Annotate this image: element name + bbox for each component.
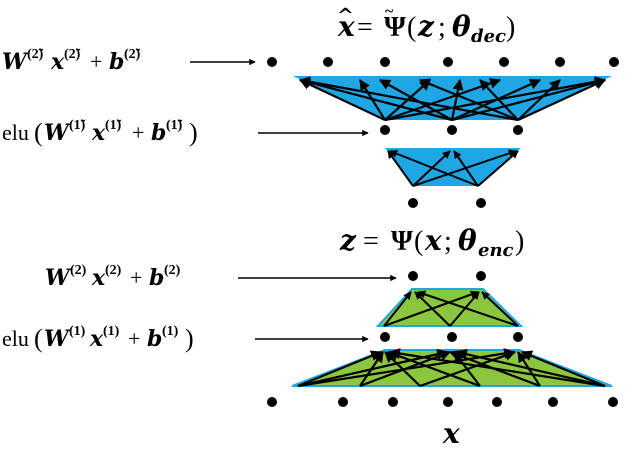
svg-text:x: x — [337, 10, 355, 43]
decoder-outer-connections — [293, 76, 612, 122]
svg-text:(1): (1) — [69, 324, 86, 339]
svg-text:W: W — [45, 265, 72, 291]
svg-text:+: + — [90, 49, 102, 74]
svg-text:θ: θ — [458, 224, 477, 257]
svg-text:(: ( — [407, 12, 416, 43]
svg-text:;: ; — [444, 226, 452, 257]
svg-text:=: = — [357, 12, 373, 43]
node — [267, 397, 277, 407]
svg-text:(2): (2) — [70, 263, 87, 278]
svg-text:b: b — [149, 265, 164, 291]
svg-text:enc: enc — [478, 240, 514, 261]
latent-decoder-input — [408, 198, 486, 208]
node — [380, 332, 390, 342]
svg-text:+: + — [130, 265, 142, 290]
svg-text:b: b — [151, 120, 166, 146]
svg-text:^: ^ — [337, 3, 354, 27]
node — [513, 125, 523, 135]
svg-text:x: x — [424, 224, 442, 257]
encoder-layer2-label: W (2) x (2) + b (2) — [45, 263, 181, 291]
svg-text:(2): (2) — [164, 263, 181, 278]
input-layer — [267, 397, 618, 407]
latent-layer — [408, 271, 486, 281]
encoder-title: z = Ψ ( x ; θ enc ) — [339, 224, 524, 261]
node — [609, 57, 619, 67]
svg-text:W: W — [44, 326, 71, 352]
svg-text:): ) — [506, 12, 515, 43]
node — [548, 397, 558, 407]
svg-text:x: x — [91, 120, 106, 146]
svg-text:x: x — [91, 265, 106, 291]
svg-text:b: b — [109, 49, 124, 75]
svg-text:+: + — [128, 326, 140, 351]
node — [380, 125, 390, 135]
svg-text:(1): (1) — [162, 324, 179, 339]
decoder-hidden-layer — [380, 125, 523, 135]
svg-text:(: ( — [34, 118, 43, 147]
decoder-layer1-label: elu ( W (1̃) x (1̃) + b (1̃) ) — [2, 118, 198, 147]
node — [408, 271, 418, 281]
node — [513, 332, 523, 342]
node — [267, 57, 277, 67]
node — [555, 57, 565, 67]
node — [447, 125, 457, 135]
svg-text:): ) — [189, 118, 198, 147]
encoder-inner-connections — [375, 288, 524, 327]
svg-text:elu: elu — [2, 326, 29, 351]
svg-text:;: ; — [438, 12, 446, 43]
decoder-layer2-label: W (2̃) x (2̃) + b (2̃) — [2, 47, 141, 75]
node — [323, 57, 333, 67]
svg-text:b: b — [147, 326, 162, 352]
node — [499, 57, 509, 67]
svg-text:(1̃): (1̃) — [166, 118, 183, 133]
svg-text:(: ( — [414, 226, 423, 257]
svg-text:(2): (2) — [105, 263, 122, 278]
node — [476, 198, 486, 208]
svg-text:Ψ: Ψ — [391, 226, 413, 257]
svg-text:z: z — [417, 10, 435, 43]
svg-text:θ: θ — [452, 10, 471, 43]
svg-text:(1): (1) — [103, 324, 120, 339]
node — [388, 397, 398, 407]
svg-text:): ) — [185, 324, 194, 353]
svg-text:elu: elu — [2, 120, 29, 145]
svg-text:(2̃): (2̃) — [124, 47, 141, 62]
encoder-outer-connections — [291, 348, 613, 388]
node — [447, 332, 457, 342]
encoder-layer1-label: elu ( W (1) x (1) + b (1) ) — [2, 324, 194, 353]
node — [492, 397, 502, 407]
svg-text:W: W — [44, 120, 71, 146]
svg-text:Ψ: Ψ — [384, 12, 406, 43]
svg-text:(2̃): (2̃) — [27, 47, 44, 62]
svg-text:x: x — [50, 49, 65, 75]
node — [443, 397, 453, 407]
node — [443, 57, 453, 67]
svg-text:): ) — [515, 226, 524, 257]
input-label: x — [442, 417, 460, 449]
decoder-output-layer — [267, 57, 619, 67]
node — [380, 57, 390, 67]
svg-text:(2̃): (2̃) — [64, 47, 81, 62]
svg-text:dec: dec — [471, 26, 506, 47]
svg-text:~: ~ — [385, 3, 394, 20]
node — [408, 198, 418, 208]
node — [338, 397, 348, 407]
svg-text:(1̃): (1̃) — [69, 118, 86, 133]
encoder-hidden-layer — [380, 332, 523, 342]
node — [608, 397, 618, 407]
svg-text:z: z — [339, 224, 357, 257]
decoder-inner-connections — [385, 148, 521, 187]
svg-text:+: + — [132, 120, 144, 145]
svg-text:=: = — [363, 226, 379, 257]
svg-text:W: W — [2, 49, 29, 75]
svg-text:x: x — [89, 326, 104, 352]
node — [476, 271, 486, 281]
svg-text:(1̃): (1̃) — [105, 118, 122, 133]
svg-text:(: ( — [34, 324, 43, 353]
decoder-title: x ^ = Ψ ~ ( z ; θ dec ) — [337, 3, 515, 47]
